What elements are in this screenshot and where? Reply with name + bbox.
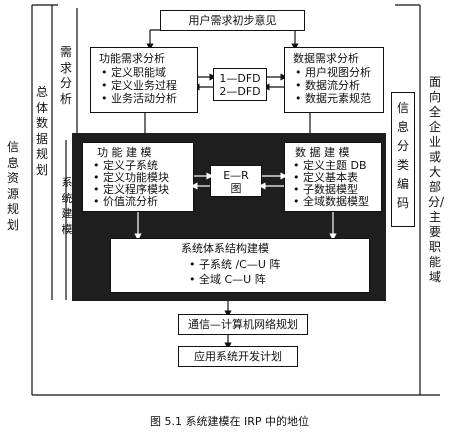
architecture-modeling-box: 系统体系结构建模 • 子系统 /C—U 阵 • 全域 C—U 阵 [110, 238, 370, 293]
data-requirement-item: • 数据流分析 [295, 79, 360, 92]
system-modeling-label: 系统建模 [61, 176, 73, 236]
info-classification-text: 信息分类编码 [396, 101, 409, 210]
er-line: 图 [230, 182, 242, 195]
function-modeling-item: • 价值流分析 [93, 195, 158, 208]
data-requirement-item: • 用户视图分析 [295, 66, 371, 79]
overall-data-planning-label: 总体数据规划 [35, 85, 48, 177]
er-diagram-box: E—R 图 [210, 165, 262, 197]
info-resource-planning-label: 信息资源规划 [6, 140, 19, 232]
figure-caption: 图 5.1 系统建模在 IRP 中的地位 [150, 415, 309, 428]
architecture-modeling-title: 系统体系结构建模 [181, 242, 269, 255]
function-modeling-item: • 定义子系统 [93, 159, 158, 172]
data-requirement-title: 数据需求分析 [293, 52, 359, 65]
data-modeling-item: • 定义主题 DB [293, 159, 367, 172]
app-development-text: 应用系统开发计划 [194, 350, 282, 363]
enterprise-scope-label: 面向全企业或大部分/主要职能域 [428, 75, 445, 284]
network-planning-box: 通信—计算机网络规划 [178, 314, 308, 335]
dfd-box: 1—DFD 2—DFD [213, 68, 267, 101]
data-modeling-box: 数 据 建 模 • 定义主题 DB • 定义基本表 • 子数据模型 • 全域数据… [284, 142, 382, 212]
data-modeling-title: 数 据 建 模 [295, 146, 350, 159]
functional-requirement-item: • 业务活动分析 [101, 92, 177, 105]
network-planning-text: 通信—计算机网络规划 [188, 318, 298, 331]
function-modeling-box: 功 能 建 模 • 定义子系统 • 定义功能模块 • 定义程序模块 • 价值流分… [82, 142, 194, 212]
functional-requirement-box: 功能需求分析 • 定义职能域 • 定义业务过程 • 业务活动分析 [90, 47, 198, 113]
function-modeling-item: • 定义程序模块 [93, 183, 169, 196]
data-requirement-item: • 数据元素规范 [295, 92, 371, 105]
dfd-line: 2—DFD [219, 85, 261, 98]
architecture-modeling-item: • 子系统 /C—U 阵 [189, 258, 281, 271]
dfd-line: 1—DFD [219, 72, 261, 85]
user-requirement-text: 用户需求初步意见 [188, 14, 277, 27]
info-classification-box: 信息分类编码 [391, 92, 415, 227]
data-requirement-box: 数据需求分析 • 用户视图分析 • 数据流分析 • 数据元素规范 [284, 47, 384, 113]
data-modeling-item: • 子数据模型 [293, 183, 358, 196]
app-development-box: 应用系统开发计划 [178, 346, 298, 367]
functional-requirement-item: • 定义业务过程 [101, 79, 177, 92]
user-requirement-box: 用户需求初步意见 [160, 10, 305, 31]
architecture-modeling-item: • 全域 C—U 阵 [189, 273, 266, 286]
data-modeling-item: • 全域数据模型 [293, 195, 369, 208]
requirement-analysis-label: 需求分析 [59, 45, 72, 106]
function-modeling-title: 功 能 建 模 [97, 146, 152, 159]
function-modeling-item: • 定义功能模块 [93, 171, 169, 184]
functional-requirement-title: 功能需求分析 [99, 52, 165, 65]
functional-requirement-item: • 定义职能域 [101, 66, 166, 79]
data-modeling-item: • 定义基本表 [293, 171, 358, 184]
er-line: E—R [223, 169, 249, 182]
